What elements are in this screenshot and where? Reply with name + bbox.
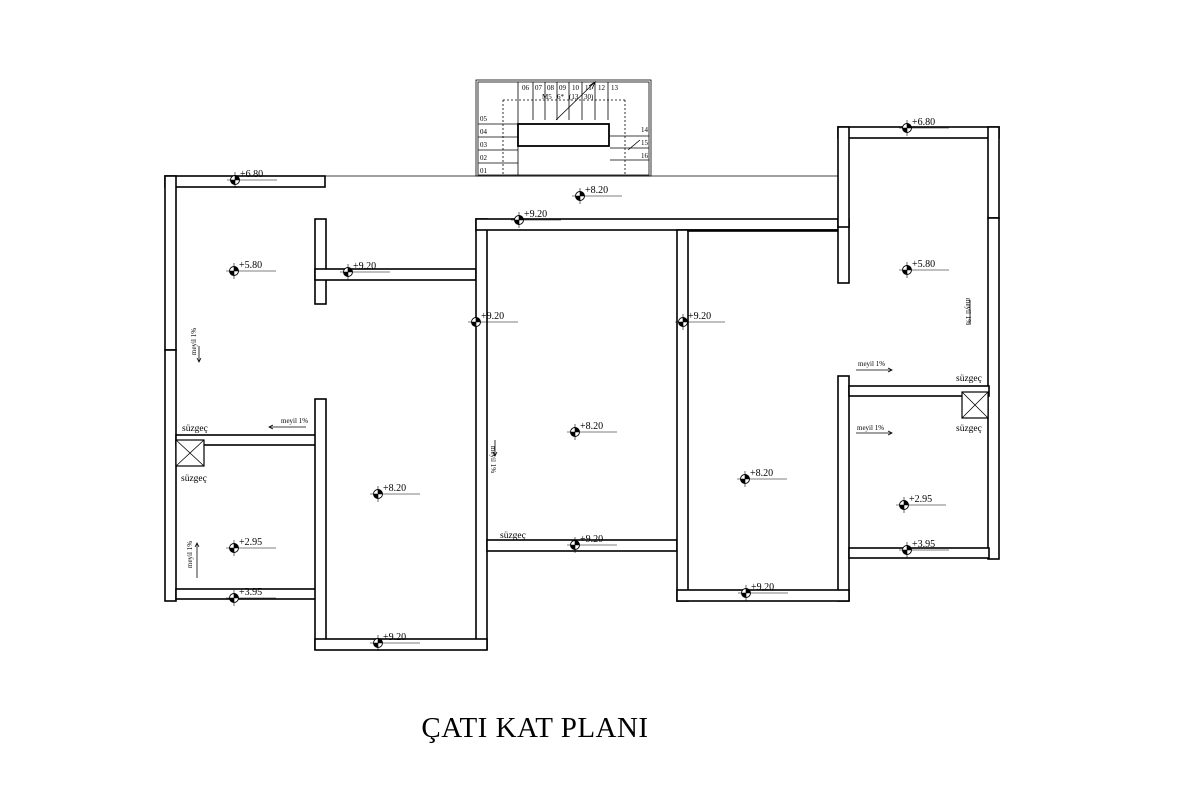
level-value: +5.80 [912, 259, 935, 270]
level-value: +9.20 [688, 311, 711, 322]
level-value: +8.20 [585, 185, 608, 196]
stair-step-number: 12 [598, 84, 606, 92]
stair-step-number: 11 [585, 84, 592, 92]
level-marker: +8.20 [567, 421, 617, 440]
level-marker: +5.80 [899, 259, 949, 278]
slope-label: meyil 1% [489, 446, 497, 473]
slope-label: meyil 1% [857, 424, 884, 432]
level-value: +6.80 [240, 169, 263, 180]
level-marker: +8.20 [572, 185, 622, 204]
level-value: +9.20 [524, 209, 547, 220]
level-marker: +9.20 [675, 311, 725, 330]
level-value: +9.20 [481, 311, 504, 322]
level-marker: +9.20 [738, 582, 788, 601]
stair-step-number: 13 [611, 84, 619, 92]
stair-step-number: 15 [641, 139, 649, 147]
level-value: +9.20 [751, 582, 774, 593]
level-value: +9.20 [580, 534, 603, 545]
level-value: +2.95 [239, 537, 262, 548]
drain-label: süzgeç [956, 424, 982, 434]
level-value: +6.80 [912, 117, 935, 128]
level-marker: +6.80 [899, 117, 949, 136]
stair-block: 06 07 08 09 10 11 12 13 M5 6* (13 30) 05… [475, 79, 652, 177]
level-marker: +9.20 [340, 261, 390, 280]
stair-step-number: 05 [480, 115, 488, 123]
stair-step-number: 03 [480, 141, 488, 149]
stair-step-number: 04 [480, 128, 488, 136]
level-marker: +9.20 [468, 311, 518, 330]
drain-labels: süzgeç süzgeç süzgeç süzgeç süzgeç [181, 374, 982, 541]
slope-label: meyil 1% [964, 298, 972, 325]
walls [164, 126, 1000, 651]
level-marker: +6.80 [227, 169, 277, 188]
level-value: +2.95 [909, 494, 932, 505]
slope-annotations: meyil 1% meyil 1% meyil 1% meyil 1% meyi… [186, 298, 972, 578]
stair-sub-label: M5 [542, 93, 552, 101]
stair-step-number: 06 [522, 84, 530, 92]
stair-step-number: 10 [572, 84, 580, 92]
stair-step-number: 09 [559, 84, 567, 92]
level-marker: +3.95 [226, 587, 276, 606]
level-marker: +3.95 [899, 539, 949, 558]
slope-label: meyil 1% [186, 541, 194, 568]
level-marker: +9.20 [370, 632, 420, 651]
drain-label: süzgeç [182, 424, 208, 434]
stair-step-number: 07 [535, 84, 543, 92]
stair-sub-label: 30) [584, 93, 594, 101]
level-value: +8.20 [383, 483, 406, 494]
stair-inner-outline [477, 81, 650, 176]
slope-label: meyil 1% [858, 360, 885, 368]
level-value: +5.80 [239, 260, 262, 271]
stair-step-number: 14 [641, 126, 649, 134]
stair-well [517, 123, 610, 147]
drain-label: süzgeç [181, 474, 207, 484]
drain-label: süzgeç [500, 531, 526, 541]
stair-step-number: 01 [480, 167, 488, 175]
plan-title: ÇATI KAT PLANI [421, 712, 649, 744]
level-value: +9.20 [383, 632, 406, 643]
level-marker: +8.20 [737, 468, 787, 487]
level-marker: +9.20 [511, 209, 561, 228]
level-markers: +6.80 +6.80 +8.20 +9.20 +5.80 +9.20 +5.80 +9.20… [226, 117, 949, 651]
level-marker: +5.80 [226, 260, 276, 279]
stair-step-number: 02 [480, 154, 488, 162]
stair-step-number: 08 [547, 84, 555, 92]
drain-box-left [175, 439, 205, 467]
stair-sub-label: 6* [557, 93, 565, 101]
slope-label: meyil 1% [190, 328, 198, 355]
level-marker: +9.20 [567, 534, 617, 553]
level-marker: +2.95 [226, 537, 276, 556]
drain-box-right [961, 391, 989, 419]
level-value: +9.20 [353, 261, 376, 272]
drain-label: süzgeç [956, 374, 982, 384]
level-value: +3.95 [239, 587, 262, 598]
level-marker: +2.95 [896, 494, 946, 513]
stair-sub-label: (13 [569, 93, 579, 101]
level-marker: +8.20 [370, 483, 420, 502]
level-value: +8.20 [750, 468, 773, 479]
stair-step-number: 16 [641, 152, 649, 160]
level-value: +8.20 [580, 421, 603, 432]
slope-label: meyil 1% [281, 417, 308, 425]
level-value: +3.95 [912, 539, 935, 550]
